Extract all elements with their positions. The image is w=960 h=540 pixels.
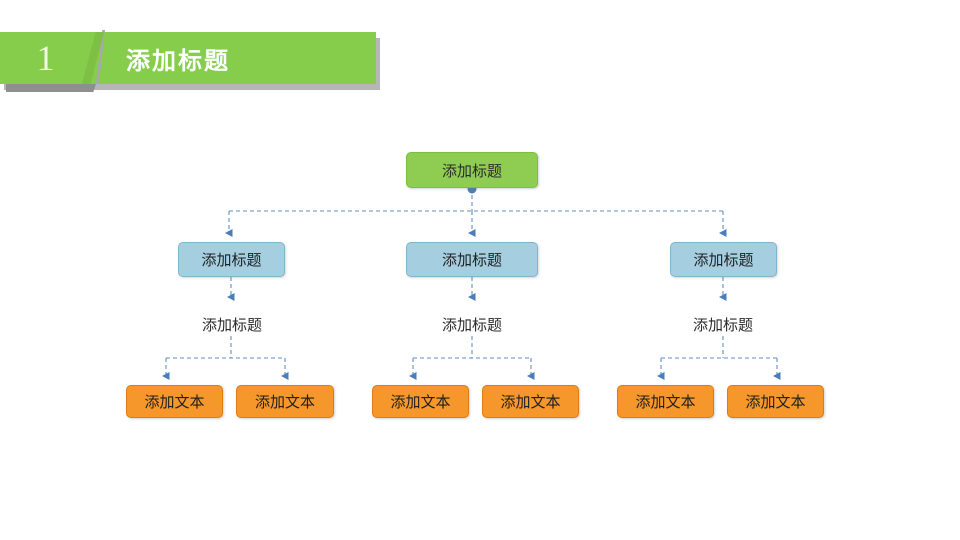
node-level2-2[interactable]: 添加标题 [406,242,538,277]
node-level4-3[interactable]: 添加文本 [372,385,469,418]
node-level4-5[interactable]: 添加文本 [617,385,714,418]
node-level2-2-label: 添加标题 [441,252,502,269]
node-level3-2[interactable]: 添加标题 [420,312,524,336]
node-level4-1-label: 添加文本 [144,394,205,411]
slide-header: 1 添加标题 [0,30,380,92]
node-root[interactable]: 添加标题 [406,152,538,188]
node-level3-2-label: 添加标题 [441,316,502,334]
node-level3-1-label: 添加标题 [201,316,262,334]
node-level3-3-label: 添加标题 [692,316,753,334]
node-level4-6-label: 添加文本 [745,394,806,411]
node-level4-1[interactable]: 添加文本 [126,385,223,418]
node-level3-1[interactable]: 添加标题 [180,312,284,336]
header-number: 1 [36,38,56,78]
header-number-block [0,32,100,84]
node-level4-2[interactable]: 添加文本 [236,385,334,418]
node-level2-1[interactable]: 添加标题 [178,242,285,277]
page-title: 添加标题 [126,47,230,75]
node-level4-4-label: 添加文本 [500,394,561,411]
node-level4-4[interactable]: 添加文本 [482,385,579,418]
node-level2-1-label: 添加标题 [201,252,262,269]
node-root-label: 添加标题 [441,162,502,180]
header-slash-edge-icon [96,30,105,84]
node-level2-3-label: 添加标题 [693,252,754,269]
node-level4-6[interactable]: 添加文本 [727,385,824,418]
node-level4-2-label: 添加文本 [254,394,315,411]
node-level2-3[interactable]: 添加标题 [670,242,777,277]
node-level4-5-label: 添加文本 [635,394,696,411]
node-level4-3-label: 添加文本 [390,394,451,411]
node-level3-3[interactable]: 添加标题 [671,312,775,336]
